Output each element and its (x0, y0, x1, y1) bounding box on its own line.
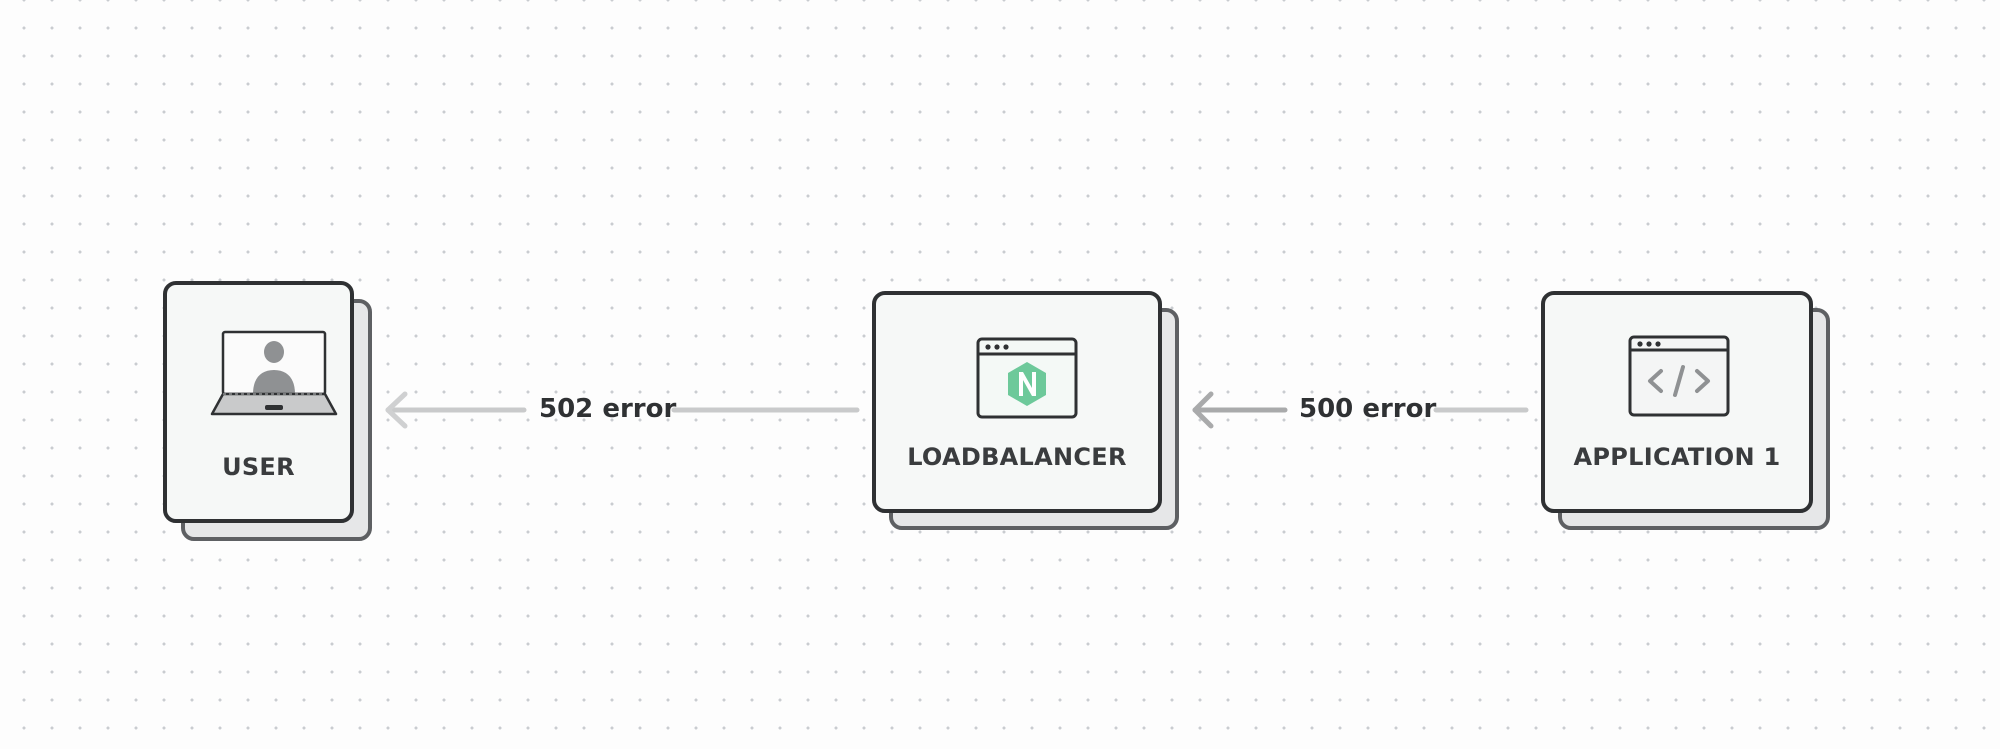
edge-label-500: 500 error (1299, 394, 1437, 424)
edge-label-502: 502 error (539, 394, 677, 424)
node-loadbalancer-label: LOADBALANCER (907, 443, 1127, 471)
node-application-label: APPLICATION 1 (1573, 443, 1781, 471)
node-loadbalancer-card[interactable]: LOADBALANCER (872, 291, 1162, 513)
node-user[interactable]: USER (163, 281, 372, 541)
user-laptop-icon (210, 330, 338, 416)
edge-app-to-lb-arrowhead (1192, 391, 1214, 429)
code-window-icon (1628, 335, 1730, 417)
node-application[interactable]: APPLICATION 1 (1541, 291, 1830, 530)
node-application-card[interactable]: APPLICATION 1 (1541, 291, 1813, 513)
node-user-label: USER (222, 453, 295, 481)
edge-lb-to-user-arrowhead (385, 391, 408, 429)
node-user-card[interactable]: USER (163, 281, 354, 523)
nginx-window-icon (976, 337, 1078, 419)
node-loadbalancer[interactable]: LOADBALANCER (872, 291, 1179, 530)
